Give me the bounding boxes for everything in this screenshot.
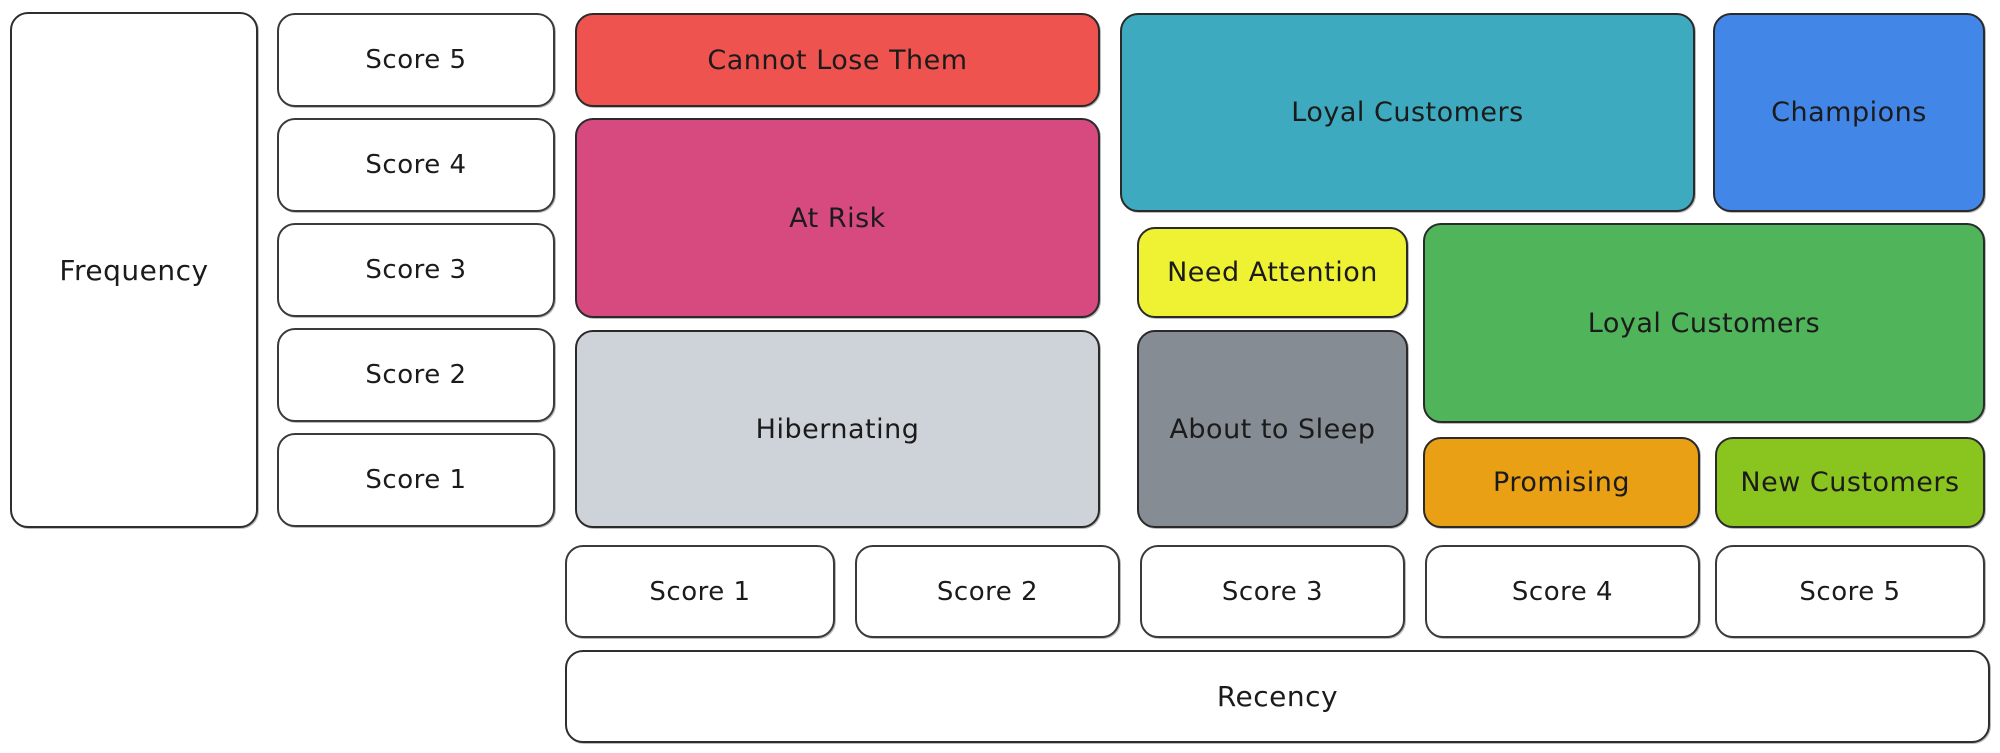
segment-new-customers: New Customers bbox=[1715, 437, 1985, 528]
segment-hibernating: Hibernating bbox=[575, 330, 1100, 528]
frequency-score-1: Score 1 bbox=[277, 433, 555, 527]
recency-score-1-label: Score 1 bbox=[649, 576, 751, 607]
recency-score-5: Score 5 bbox=[1715, 545, 1985, 638]
segment-new-customers-label: New Customers bbox=[1740, 467, 1960, 498]
frequency-score-3: Score 3 bbox=[277, 223, 555, 317]
segment-at-risk-label: At Risk bbox=[789, 202, 886, 234]
frequency-score-3-label: Score 3 bbox=[365, 255, 467, 285]
segment-about-to-sleep: About to Sleep bbox=[1137, 330, 1408, 528]
frequency-axis-label: Frequency bbox=[59, 253, 209, 287]
segment-champions-label: Champions bbox=[1771, 97, 1927, 128]
segment-loyal-customers-top: Loyal Customers bbox=[1120, 13, 1695, 212]
segment-promising: Promising bbox=[1423, 437, 1700, 528]
frequency-axis-box: Frequency bbox=[10, 12, 258, 528]
segment-about-to-sleep-label: About to Sleep bbox=[1169, 413, 1376, 445]
recency-score-3-label: Score 3 bbox=[1221, 576, 1324, 607]
frequency-score-4: Score 4 bbox=[277, 118, 555, 212]
segment-cannot-lose-them: Cannot Lose Them bbox=[575, 13, 1100, 107]
segment-loyal-customers-mid-label: Loyal Customers bbox=[1587, 307, 1821, 339]
segment-promising-label: Promising bbox=[1493, 467, 1630, 498]
recency-score-5-label: Score 5 bbox=[1799, 576, 1901, 607]
recency-score-1: Score 1 bbox=[565, 545, 835, 638]
segment-champions: Champions bbox=[1713, 13, 1985, 212]
segment-at-risk: At Risk bbox=[575, 118, 1100, 318]
frequency-score-2-label: Score 2 bbox=[365, 360, 467, 390]
segment-loyal-customers-mid: Loyal Customers bbox=[1423, 223, 1985, 423]
segment-hibernating-label: Hibernating bbox=[755, 413, 920, 445]
recency-score-4: Score 4 bbox=[1425, 545, 1700, 638]
recency-score-4-label: Score 4 bbox=[1511, 576, 1614, 607]
segment-loyal-customers-top-label: Loyal Customers bbox=[1291, 97, 1524, 128]
recency-score-2-label: Score 2 bbox=[936, 576, 1039, 607]
segment-need-attention-label: Need Attention bbox=[1167, 257, 1378, 288]
frequency-score-2: Score 2 bbox=[277, 328, 555, 422]
frequency-score-1-label: Score 1 bbox=[365, 465, 467, 495]
recency-score-3: Score 3 bbox=[1140, 545, 1405, 638]
recency-score-2: Score 2 bbox=[855, 545, 1120, 638]
frequency-score-5-label: Score 5 bbox=[365, 45, 467, 75]
segment-cannot-lose-them-label: Cannot Lose Them bbox=[707, 44, 968, 76]
segment-need-attention: Need Attention bbox=[1137, 227, 1408, 318]
frequency-score-5: Score 5 bbox=[277, 13, 555, 107]
recency-axis-box: Recency bbox=[565, 650, 1990, 743]
frequency-score-4-label: Score 4 bbox=[365, 150, 467, 180]
recency-axis-label: Recency bbox=[1216, 680, 1339, 713]
